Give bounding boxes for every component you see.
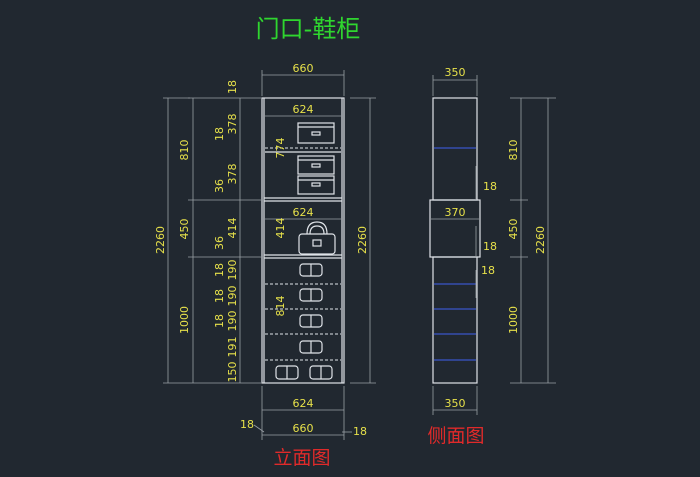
dim-side-shelf-thk: 18 (483, 180, 497, 193)
dim-side-bottom-depth: 350 (445, 397, 466, 410)
chain-value: 191 (226, 337, 239, 358)
chain-value: 18 (213, 314, 226, 328)
handbag-icon (298, 221, 336, 255)
chain-value: 18 (226, 80, 239, 94)
dim-left-group-450: 450 (178, 219, 191, 240)
dim-vertical-414: 414 (274, 218, 287, 239)
side-view: 350 370 350 18 18 18 810 450 1000 2260 (429, 66, 556, 415)
side-upper-outline (432, 97, 478, 201)
chain-value: 190 (226, 260, 239, 281)
dim-side-group-450: 450 (507, 219, 520, 240)
dim-side-shelf-thk: 18 (483, 240, 497, 253)
chain-value: 190 (226, 286, 239, 307)
dim-left-group-810: 810 (178, 140, 191, 161)
dim-side-group-810: 810 (507, 140, 520, 161)
dim-inner-mid: 624 (293, 206, 314, 219)
side-view-label: 侧面图 (427, 425, 484, 447)
dim-side-right: 18 (353, 425, 367, 438)
dim-side-group-1000: 1000 (507, 306, 520, 334)
dim-side-shelf-thk: 18 (481, 264, 495, 277)
dim-inner-top: 624 (293, 103, 314, 116)
chain-value: 36 (213, 179, 226, 193)
front-elevation: 660 624 624 774 414 814 2260 624 660 18 … (240, 62, 376, 440)
dim-side-top-depth: 350 (445, 66, 466, 79)
side-lower-outline (432, 256, 478, 384)
dim-bottom-inner: 624 (293, 397, 314, 410)
chain-value: 18 (213, 289, 226, 303)
chain-value: 378 (226, 114, 239, 135)
drawing-title: 门口-鞋柜 (256, 15, 361, 43)
dim-left-total: 2260 (154, 226, 167, 254)
chain-value: 18 (213, 263, 226, 277)
chain-value: 36 (213, 236, 226, 250)
shoes-icon (275, 263, 333, 380)
dim-vertical-774: 774 (274, 138, 287, 159)
front-left-chain-values: 18 378 18 378 36 414 36 190 18 190 18 19… (213, 80, 239, 383)
dim-front-total-height: 2260 (356, 226, 369, 254)
front-left-dimension-chain (163, 97, 262, 384)
front-cabinet-outline (261, 97, 345, 384)
storage-box-upper-icon (297, 122, 335, 144)
dim-vertical-814: 814 (274, 296, 287, 317)
front-view-label: 立面图 (273, 447, 330, 469)
storage-box-lower-icon (297, 175, 335, 195)
dim-side-left: 18 (240, 418, 254, 431)
dim-top-width: 660 (293, 62, 314, 75)
dim-side-mid-depth: 370 (445, 206, 466, 219)
chain-value: 378 (226, 164, 239, 185)
chain-value: 18 (213, 127, 226, 141)
dim-side-total: 2260 (534, 226, 547, 254)
storage-box-middle-icon (297, 155, 335, 175)
chain-value: 150 (226, 362, 239, 383)
dim-left-group-1000: 1000 (178, 306, 191, 334)
chain-value: 414 (226, 218, 239, 239)
chain-value: 190 (226, 311, 239, 332)
dim-bottom-width: 660 (293, 422, 314, 435)
